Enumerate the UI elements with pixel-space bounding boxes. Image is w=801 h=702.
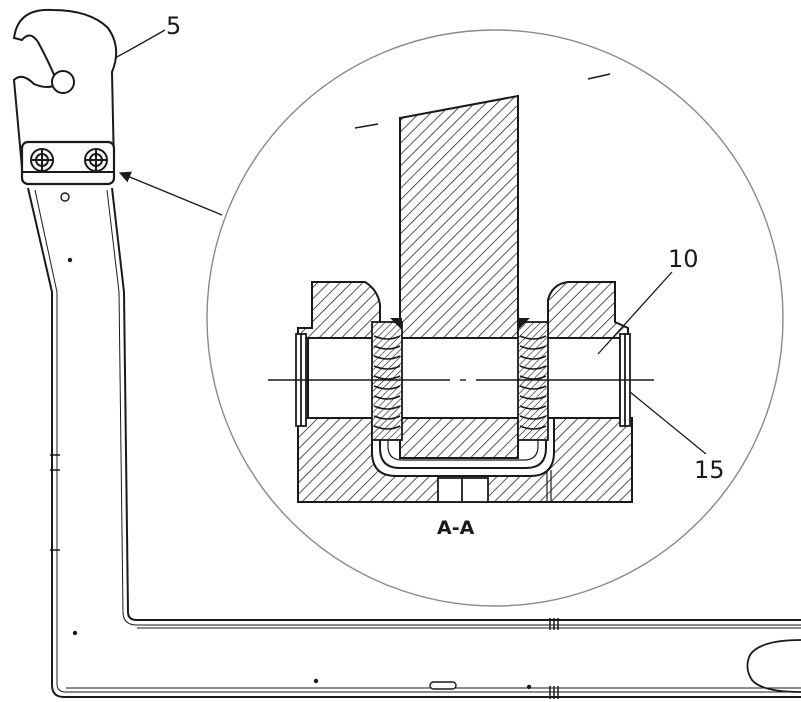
leader-line-5 xyxy=(114,29,166,59)
plate-lower-block xyxy=(399,417,519,459)
frame-slot xyxy=(429,681,457,690)
section-plate xyxy=(399,94,519,341)
housing-left-top xyxy=(297,281,381,339)
leader-line-15 xyxy=(629,391,707,455)
u-channel-inner xyxy=(387,418,539,461)
callout-15: 15 xyxy=(694,456,725,484)
bushing-seals xyxy=(390,318,530,330)
clamp-bolt-right xyxy=(84,148,108,172)
frame-holes xyxy=(67,257,532,690)
bushing-left xyxy=(371,321,403,441)
clamp-bracket xyxy=(20,140,116,186)
drain-slot xyxy=(437,477,489,503)
bushing-right xyxy=(517,321,549,441)
housing-right-top xyxy=(547,281,629,339)
section-label: A-A xyxy=(437,517,475,539)
hook-small-hole xyxy=(60,192,70,202)
break-lines xyxy=(354,73,611,129)
hook-pin-hole xyxy=(51,70,75,94)
detail-pointer-arrow xyxy=(118,171,223,216)
callout-5: 5 xyxy=(166,12,181,40)
callout-10: 10 xyxy=(668,245,699,273)
frame-joint-marks xyxy=(50,454,559,699)
u-channel xyxy=(379,418,547,469)
leader-line-10 xyxy=(597,271,673,355)
housing-split-lines xyxy=(546,470,552,502)
shaft xyxy=(307,337,621,419)
housing-bottom xyxy=(297,417,633,503)
frame-end-notch xyxy=(746,639,801,693)
clamp-bolt-left xyxy=(30,148,54,172)
